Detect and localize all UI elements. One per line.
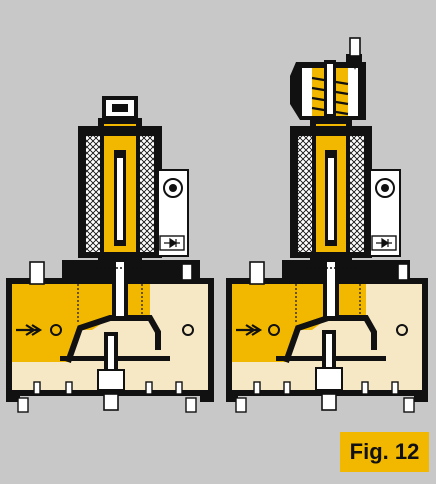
left-coil-winding-left	[86, 136, 100, 252]
left-diode-symbol-icon	[159, 235, 185, 251]
left-valve	[6, 96, 214, 413]
right-flow-arrow-icon	[236, 324, 263, 336]
right-coil-winding-left	[298, 136, 312, 252]
right-diode-symbol-icon	[371, 235, 397, 251]
right-coil-winding-right	[350, 136, 364, 252]
right-adjust-screw	[349, 37, 361, 57]
right-valve	[226, 37, 428, 413]
figure-label: Fig. 12	[340, 432, 429, 472]
left-coil-winding-right	[140, 136, 154, 252]
left-flow-arrow-icon	[16, 324, 43, 336]
